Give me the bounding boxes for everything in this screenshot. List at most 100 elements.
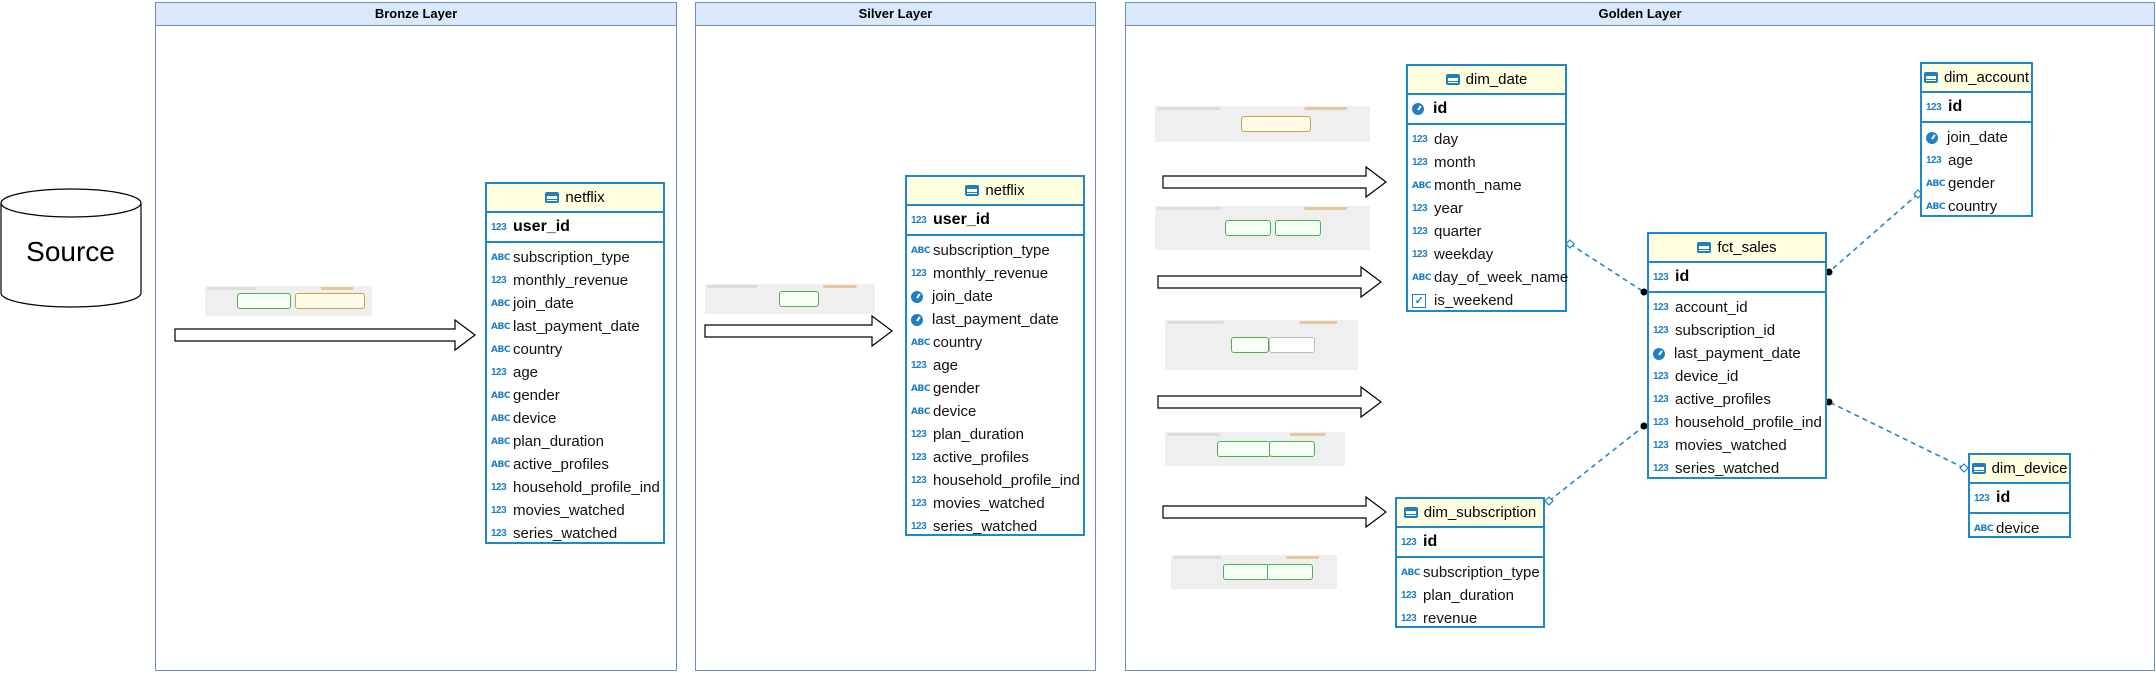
number-type-icon: 123 (911, 268, 927, 279)
number-type-icon: 123 (1653, 371, 1669, 382)
table-header[interactable]: dim_device (1970, 455, 2069, 484)
number-type-icon: 123 (911, 498, 927, 509)
column-label: is_weekend (1434, 292, 1514, 309)
primary-key-label: id (1433, 100, 1448, 117)
column-row[interactable]: join_date (907, 285, 1083, 308)
table-header[interactable]: dim_subscription (1397, 499, 1543, 528)
text-type-icon: ABC (1974, 523, 1993, 534)
column-row[interactable]: last_payment_date (1649, 342, 1825, 365)
table-name: fct_sales (1717, 239, 1777, 256)
datetime-type-icon (911, 290, 923, 303)
column-label: gender (513, 387, 560, 404)
table-name: dim_subscription (1423, 504, 1537, 521)
relation-end-dot (1640, 288, 1648, 296)
text-type-icon: ABC (1412, 272, 1431, 283)
column-label: active_profiles (513, 456, 609, 473)
column-label: movies_watched (933, 495, 1045, 512)
table-header[interactable]: dim_account (1922, 64, 2031, 93)
arrow-bronze-silver (704, 314, 893, 348)
number-type-icon: 123 (491, 482, 507, 493)
bronze-layer-title: Bronze Layer (156, 3, 676, 26)
column-row[interactable]: ✓is_weekend (1408, 289, 1565, 312)
table-header[interactable]: netflix (907, 177, 1083, 206)
column-label: movies_watched (513, 502, 625, 519)
column-label: movies_watched (1675, 437, 1787, 454)
table-header[interactable]: dim_date (1408, 66, 1565, 95)
table-icon (1403, 507, 1418, 518)
table-header[interactable]: fct_sales (1649, 234, 1825, 263)
table-name: netflix (985, 182, 1025, 199)
datetime-type-icon (911, 313, 923, 326)
text-type-icon: ABC (1926, 201, 1945, 212)
column-row[interactable]: last_payment_date (907, 308, 1083, 331)
primary-key-icon: 123 (1974, 492, 1990, 504)
column-row[interactable]: join_date (1922, 126, 2031, 149)
workflow-thumbnail-golden-3 (1165, 320, 1358, 370)
table-name: dim_device (1991, 460, 2068, 477)
column-row[interactable]: 123 device_id (1649, 365, 1825, 388)
column-label: series_watched (933, 518, 1038, 535)
column-row[interactable]: 123 movies_watched (907, 492, 1083, 515)
column-label: device_id (1675, 368, 1739, 385)
number-type-icon: 123 (1401, 590, 1417, 601)
table-header[interactable]: netflix (487, 184, 663, 213)
primary-key-row[interactable]: id (1408, 95, 1565, 125)
